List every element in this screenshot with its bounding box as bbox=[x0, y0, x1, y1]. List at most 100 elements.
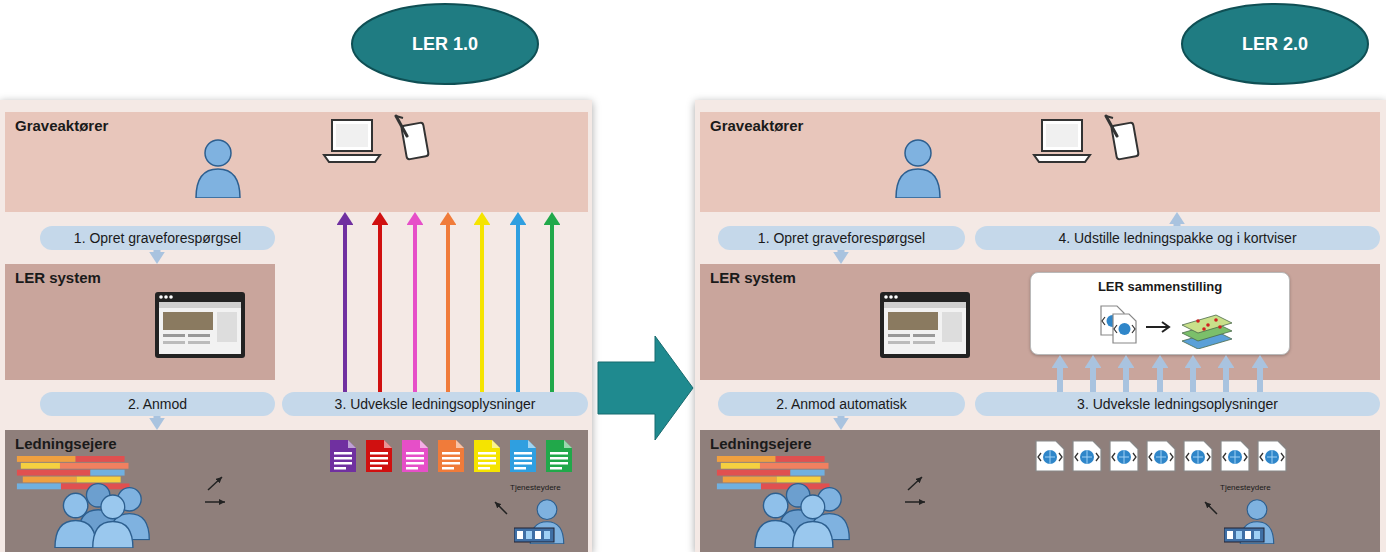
compilation-icon bbox=[1086, 301, 1236, 349]
flow-arrow bbox=[480, 225, 484, 392]
document-icon bbox=[438, 440, 464, 472]
process-box: LER sammenstilling bbox=[1030, 272, 1290, 355]
small-arrow bbox=[905, 501, 925, 503]
service-provider-icon bbox=[514, 500, 564, 544]
swimlane-band: LER systemLER sammenstilling bbox=[700, 264, 1380, 380]
step-text: 3. Udveksle ledningsoplysninger bbox=[1077, 396, 1278, 412]
flow-arrow bbox=[1157, 368, 1163, 392]
service-provider-icon bbox=[1224, 500, 1274, 544]
flow-arrow bbox=[1190, 368, 1196, 392]
small-arrow bbox=[208, 477, 222, 490]
step-label: 1. Opret graveforespørgsel bbox=[718, 226, 965, 250]
website-screenshot bbox=[155, 292, 245, 358]
map-layer bbox=[1182, 315, 1232, 333]
step-label: 2. Anmod bbox=[40, 392, 275, 416]
icon-caption: Tjenesteydere bbox=[1220, 483, 1271, 493]
band-heading: Ledningsejere bbox=[15, 435, 117, 452]
document-icon bbox=[366, 440, 392, 472]
map-point bbox=[1218, 325, 1222, 329]
person-icon bbox=[896, 140, 940, 198]
panel-left bbox=[0, 100, 592, 552]
swimlane-band: Graveaktører bbox=[5, 112, 588, 212]
laptop-icon bbox=[1034, 120, 1090, 162]
flow-arrow bbox=[343, 225, 347, 392]
flow-arrow bbox=[1257, 368, 1263, 392]
left-illustrations bbox=[17, 116, 572, 548]
data-file-icon bbox=[1184, 441, 1212, 471]
website-screenshot bbox=[880, 292, 970, 358]
step-label: 4. Udstille ledningspakke og i kortviser bbox=[975, 226, 1380, 250]
step-text: 1. Opret graveforespørgsel bbox=[758, 230, 925, 246]
step-text: 2. Anmod bbox=[128, 396, 187, 412]
version-badge: LER 1.0 bbox=[350, 2, 540, 86]
document-icon bbox=[546, 440, 572, 472]
version-badge: LER 2.0 bbox=[1180, 2, 1370, 86]
laptop-icon bbox=[324, 120, 380, 162]
icon-caption: Tjenesteydere bbox=[510, 483, 561, 493]
person-icon bbox=[196, 140, 240, 198]
flow-arrow bbox=[154, 416, 161, 418]
band-heading: Ledningsejere bbox=[710, 435, 812, 452]
right-illustrations bbox=[717, 116, 1286, 548]
owners-group-icon bbox=[717, 456, 849, 548]
flow-arrow bbox=[413, 225, 417, 392]
flow-arrow bbox=[446, 225, 450, 392]
small-arrow bbox=[205, 501, 225, 503]
step-label: 1. Opret graveforespørgsel bbox=[40, 226, 275, 250]
map-point bbox=[1202, 327, 1206, 331]
box-title: LER sammenstilling bbox=[1098, 279, 1222, 294]
step-text: 1. Opret graveforespørgsel bbox=[74, 230, 241, 246]
data-file-icon bbox=[1221, 441, 1249, 471]
version-text: LER 1.0 bbox=[412, 34, 478, 55]
step-label: 3. Udveksle ledningsoplysninger bbox=[975, 392, 1380, 416]
data-file-icon bbox=[1258, 441, 1286, 471]
data-file-icon bbox=[1110, 441, 1138, 471]
band-heading: LER system bbox=[710, 269, 796, 286]
band-heading: LER system bbox=[15, 269, 101, 286]
flow-arrow bbox=[1123, 368, 1129, 392]
version-text: LER 2.0 bbox=[1242, 34, 1308, 55]
transition-arrow bbox=[598, 336, 693, 440]
map-point bbox=[1206, 323, 1210, 327]
badge-ellipse-shape bbox=[352, 4, 538, 84]
data-file-icon bbox=[1113, 314, 1136, 343]
flow-arrow bbox=[838, 250, 845, 252]
process-arrow bbox=[1146, 322, 1169, 332]
document-icon bbox=[474, 440, 500, 472]
band-heading: Graveaktører bbox=[15, 117, 108, 134]
tablet-icon bbox=[1106, 116, 1139, 160]
document-icon bbox=[510, 440, 536, 472]
panel-right bbox=[695, 100, 1386, 552]
document-icon bbox=[330, 440, 356, 472]
tablet-icon bbox=[396, 116, 429, 160]
document-icon bbox=[402, 440, 428, 472]
flow-arrow bbox=[1174, 224, 1181, 226]
small-arrow bbox=[495, 502, 507, 514]
data-file-icon bbox=[1073, 441, 1101, 471]
flow-arrow bbox=[838, 416, 845, 418]
step-label: 2. Anmod automatisk bbox=[718, 392, 965, 416]
step-label: 3. Udveksle ledningsoplysninger bbox=[282, 392, 588, 416]
flow-arrow bbox=[550, 225, 554, 392]
flow-arrow bbox=[1223, 368, 1229, 392]
flow-arrow bbox=[1057, 368, 1063, 392]
step-text: 3. Udveksle ledningsoplysninger bbox=[335, 396, 536, 412]
flow-arrow bbox=[154, 250, 161, 252]
map-point bbox=[1196, 319, 1200, 323]
owners-group-icon bbox=[17, 456, 149, 548]
map-point bbox=[1214, 318, 1218, 322]
data-file-icon bbox=[1036, 441, 1064, 471]
band-heading: Graveaktører bbox=[710, 117, 803, 134]
small-arrow bbox=[1205, 502, 1217, 514]
flow-arrow bbox=[516, 225, 520, 392]
flow-arrow bbox=[1090, 368, 1096, 392]
step-text: 4. Udstille ledningspakke og i kortviser bbox=[1058, 230, 1296, 246]
flow-arrow bbox=[378, 225, 382, 392]
step-text: 2. Anmod automatisk bbox=[776, 396, 907, 412]
data-file-icon bbox=[1147, 441, 1175, 471]
